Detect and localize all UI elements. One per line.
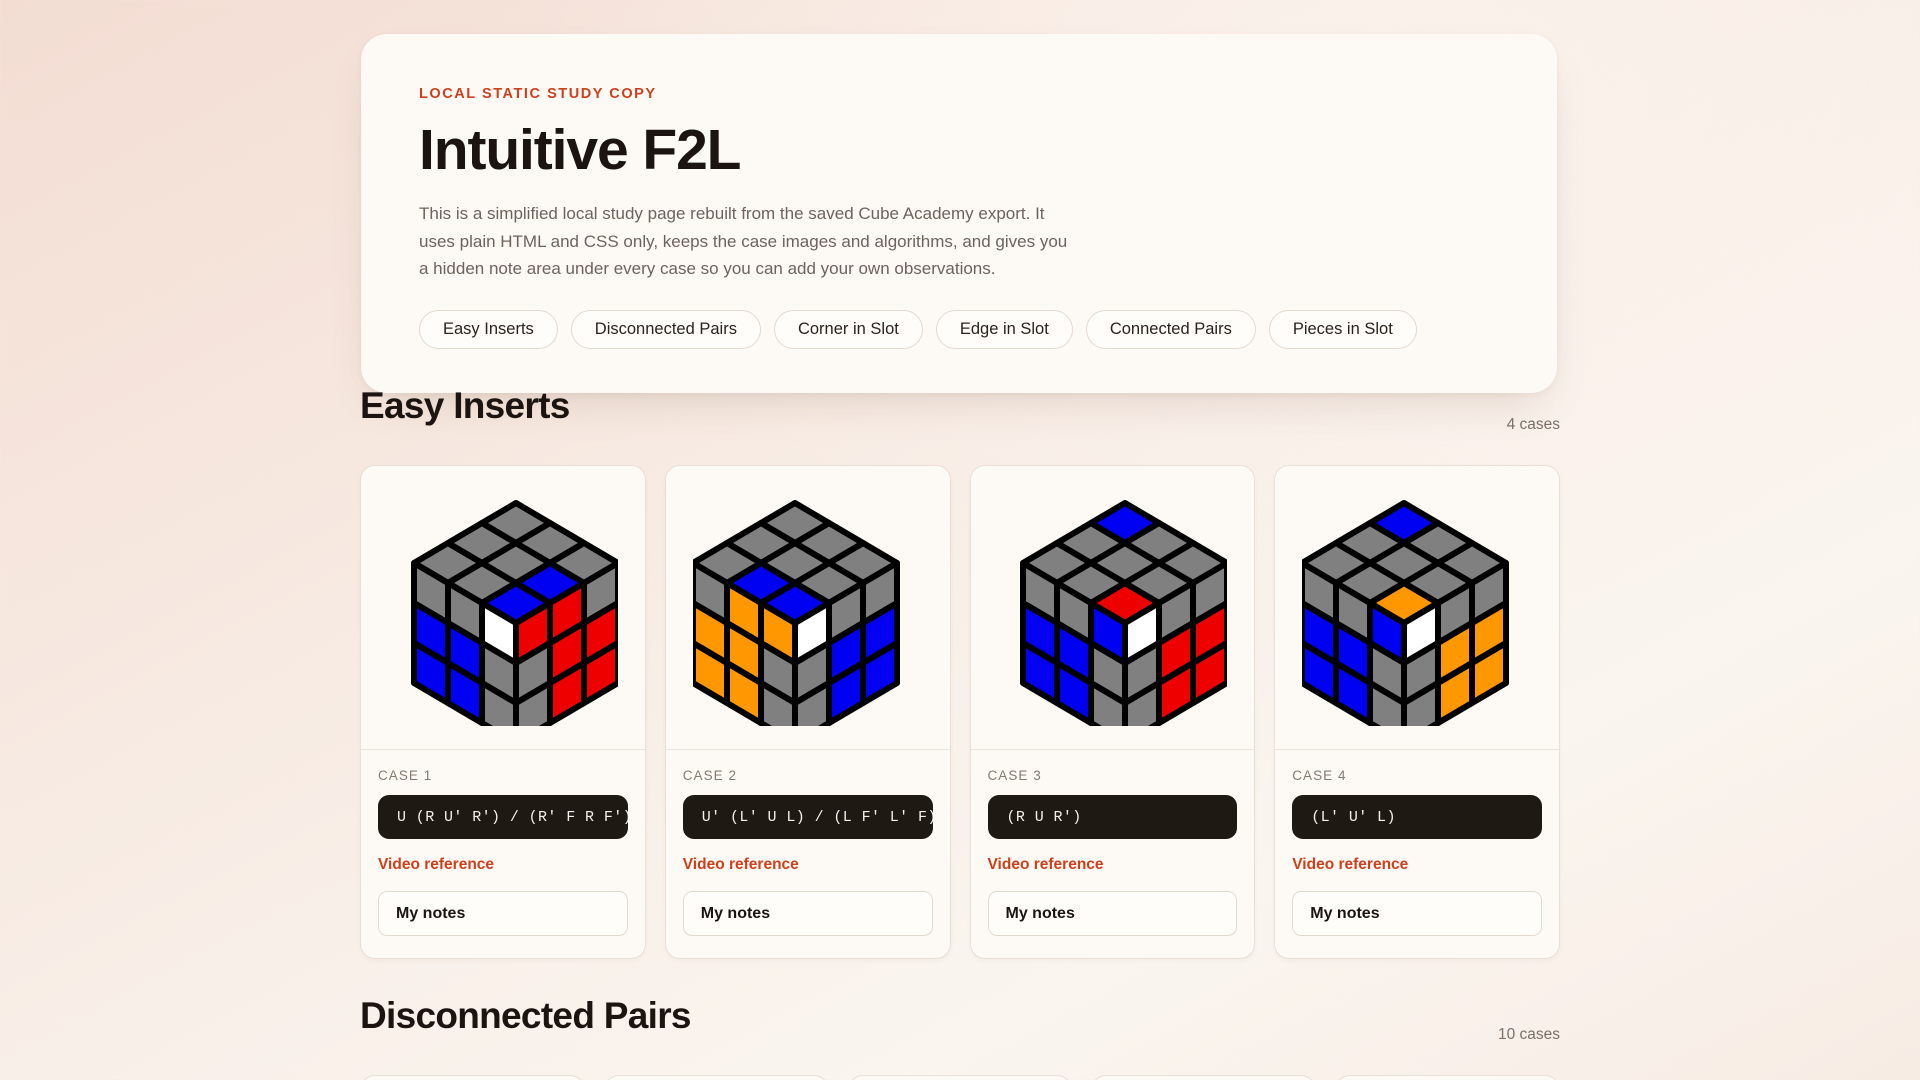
algorithm-text: (R U R') xyxy=(987,795,1238,839)
case-label: CASE 4 xyxy=(1292,768,1347,783)
page-description: This is a simplified local study page re… xyxy=(419,204,1068,279)
case-card[interactable] xyxy=(1091,1075,1317,1080)
nav-pill-connected-pairs[interactable]: Connected Pairs xyxy=(1085,309,1256,349)
case-body: CASE 3 (R U R') Video reference xyxy=(971,750,1255,958)
case-card[interactable] xyxy=(360,1075,585,1080)
notes-input[interactable] xyxy=(1292,891,1542,936)
case-grid: CASE 1 U (R U' R') / (R' F R F') Video r… xyxy=(360,465,1560,959)
rubiks-cube-icon xyxy=(692,499,900,726)
video-reference-link[interactable]: Video reference xyxy=(1292,856,1409,873)
nav-pill-easy-inserts[interactable]: Easy Inserts xyxy=(419,309,558,349)
nav-pill-corner-in-slot[interactable]: Corner in Slot xyxy=(773,309,923,349)
eyebrow-label: LOCAL STATIC STUDY COPY xyxy=(419,86,657,102)
notes-input[interactable] xyxy=(378,891,628,936)
category-nav: Easy Inserts Disconnected Pairs Corner i… xyxy=(419,309,1499,349)
case-card[interactable]: CASE 2 U' (L' U L) / (L F' L' F) Video r… xyxy=(664,465,951,959)
section-title: Disconnected Pairs xyxy=(360,995,692,1036)
case-card[interactable]: CASE 4 (L' U' L) Video reference xyxy=(1274,465,1560,959)
case-label: CASE 1 xyxy=(378,768,433,783)
cube-image-case-2 xyxy=(665,466,950,750)
page-title: Intuitive F2L xyxy=(419,118,741,182)
section-easy-inserts: Easy Inserts 4 cases xyxy=(360,385,1560,959)
algorithm-text: (L' U' L) xyxy=(1292,795,1542,839)
notes-input[interactable] xyxy=(682,891,933,936)
cube-image-case-4 xyxy=(1275,466,1559,750)
video-reference-link[interactable]: Video reference xyxy=(987,856,1104,873)
algorithm-text: U' (L' U L) / (L F' L' F) xyxy=(682,795,933,839)
case-body: CASE 2 U' (L' U L) / (L F' L' F) Video r… xyxy=(666,750,950,958)
case-label: CASE 3 xyxy=(987,768,1042,783)
cube-image-case-3 xyxy=(970,466,1255,750)
case-card[interactable]: CASE 3 (R U R') Video reference xyxy=(969,465,1256,959)
section-case-count: 4 cases xyxy=(1506,416,1560,433)
video-reference-link[interactable]: Video reference xyxy=(682,856,799,873)
case-card[interactable] xyxy=(1335,1075,1560,1080)
case-body: CASE 1 U (R U' R') / (R' F R F') Video r… xyxy=(361,750,645,958)
section-disconnected-pairs: Disconnected Pairs 10 cases xyxy=(360,995,1560,1080)
case-label: CASE 2 xyxy=(682,768,738,783)
case-card[interactable] xyxy=(847,1075,1073,1080)
hero-panel: LOCAL STATIC STUDY COPY Intuitive F2L Th… xyxy=(361,34,1557,393)
section-header: Easy Inserts 4 cases xyxy=(360,385,1560,443)
algorithm-text: U (R U' R') / (R' F R F') xyxy=(378,795,628,839)
case-card[interactable]: CASE 1 U (R U' R') / (R' F R F') Video r… xyxy=(360,465,646,959)
section-header: Disconnected Pairs 10 cases xyxy=(360,995,1560,1053)
case-body: CASE 4 (L' U' L) Video reference xyxy=(1275,750,1559,958)
section-title: Easy Inserts xyxy=(360,385,570,426)
rubiks-cube-icon xyxy=(410,499,618,726)
case-card[interactable] xyxy=(603,1075,829,1080)
video-reference-link[interactable]: Video reference xyxy=(378,856,495,873)
section-case-count: 10 cases xyxy=(1497,1026,1560,1043)
nav-pill-edge-in-slot[interactable]: Edge in Slot xyxy=(935,309,1073,349)
rubiks-cube-icon xyxy=(1302,499,1510,726)
nav-pill-disconnected-pairs[interactable]: Disconnected Pairs xyxy=(570,309,761,349)
case-grid xyxy=(360,1075,1560,1080)
notes-input[interactable] xyxy=(987,891,1238,936)
nav-pill-pieces-in-slot[interactable]: Pieces in Slot xyxy=(1268,309,1417,349)
rubiks-cube-icon xyxy=(1020,499,1228,726)
cube-image-case-1 xyxy=(361,466,645,750)
